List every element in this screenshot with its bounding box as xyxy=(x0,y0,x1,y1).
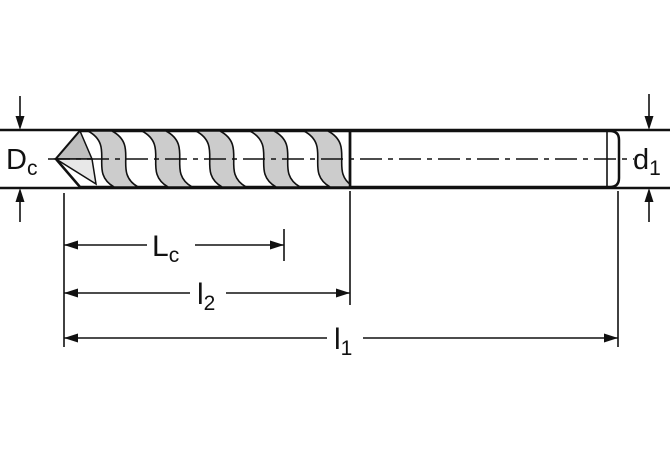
d1-bottom-arrowhead xyxy=(644,188,654,202)
l2-label-halo xyxy=(190,276,226,310)
l2-right-arrowhead xyxy=(336,288,350,298)
d1-top-arrowhead xyxy=(644,116,654,130)
dimension-overall-length: l1 xyxy=(64,321,618,360)
dimension-cutting-diameter: Dc xyxy=(6,96,37,222)
d1-label: d1 xyxy=(633,144,661,180)
l2-left-arrowhead xyxy=(64,288,78,298)
dimension-l2: l2 xyxy=(64,276,350,315)
l1-label: l1 xyxy=(334,323,352,360)
dc-top-arrowhead xyxy=(15,116,25,130)
l1-right-arrowhead xyxy=(604,333,618,343)
lc-label-halo xyxy=(147,227,195,263)
dc-label: Dc xyxy=(6,144,37,180)
dimension-flute-length: Lc xyxy=(64,227,284,267)
dc-bottom-arrowhead xyxy=(15,188,25,202)
lc-right-arrowhead xyxy=(270,240,284,250)
l2-label: l2 xyxy=(197,278,215,315)
lc-left-arrowhead xyxy=(64,240,78,250)
l1-left-arrowhead xyxy=(64,333,78,343)
lc-label: Lc xyxy=(152,230,179,267)
l1-label-halo xyxy=(327,321,363,355)
drill-tip-facet-dark xyxy=(54,129,94,160)
dimension-shank-diameter: d1 xyxy=(633,94,661,222)
shank-body xyxy=(348,129,621,189)
drill-tip-facet-light xyxy=(53,158,98,186)
flute-band xyxy=(87,130,141,188)
